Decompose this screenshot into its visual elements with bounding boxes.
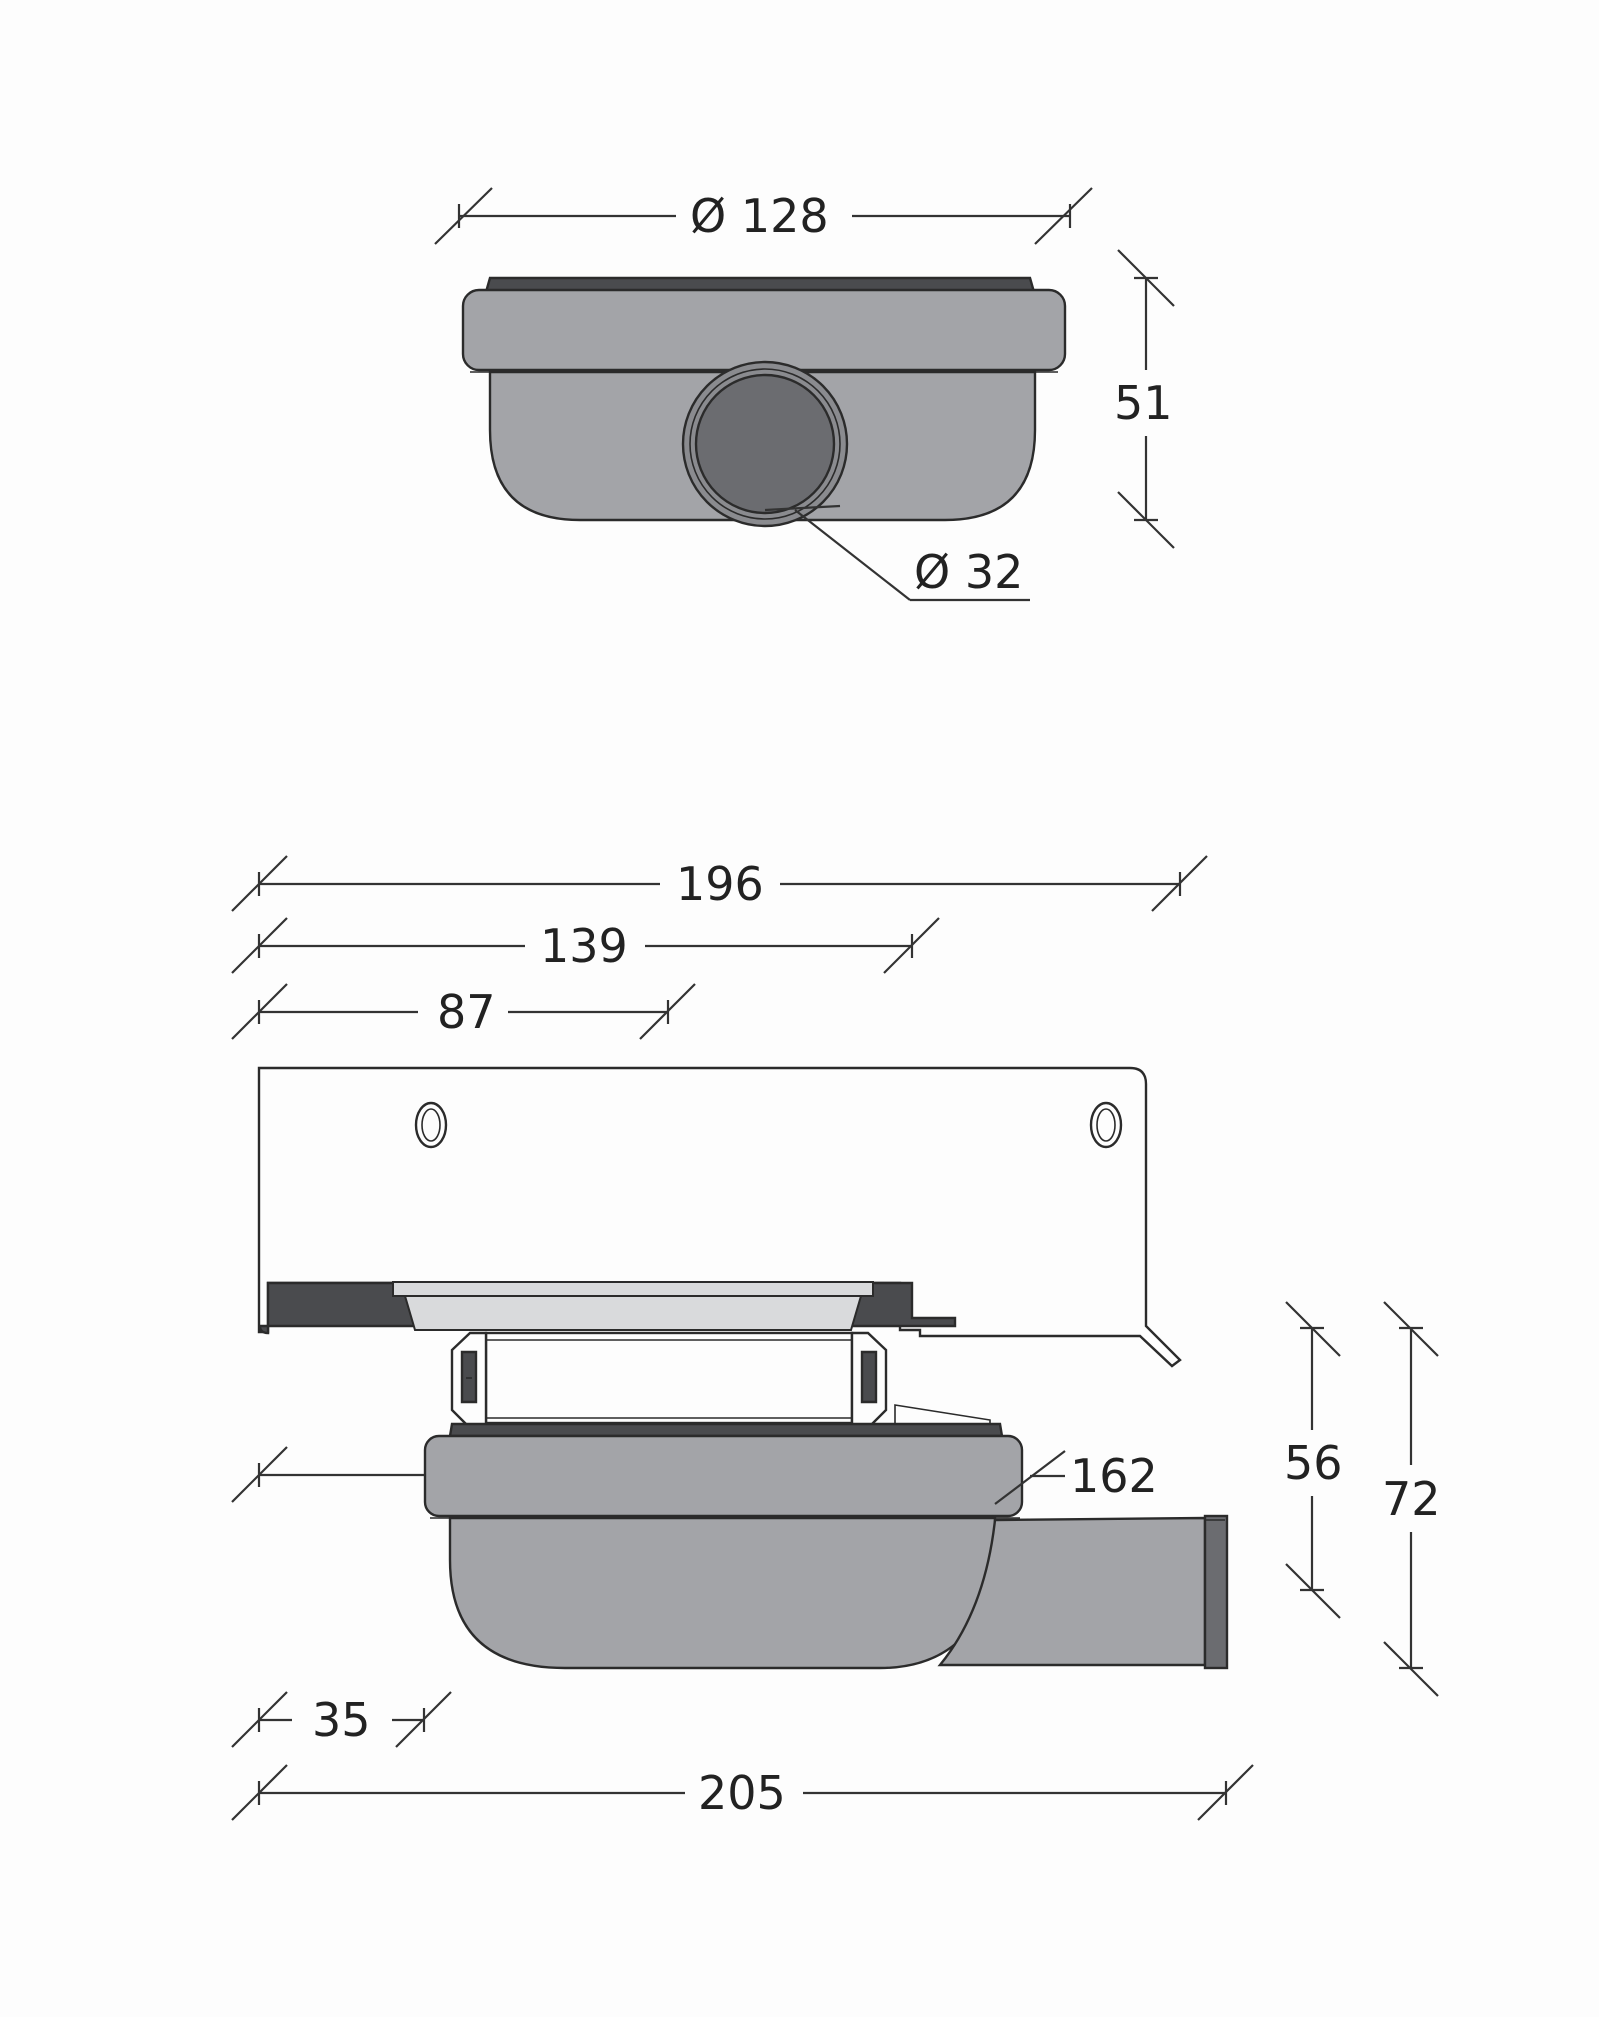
dim-outlet-32-label: Ø 32 [914,545,1023,599]
body-rim-top [448,1422,1004,1438]
dim-72-label: 72 [1382,1472,1441,1526]
dim-205-label: 205 [698,1766,786,1820]
dim-56: 56 [1284,1301,1343,1619]
dim-162: 162 [231,1446,1158,1505]
dim-72: 72 [1382,1301,1441,1697]
top-view: Ø 128 51 Ø 32 [434,187,1175,602]
dim-35: 35 [231,1691,452,1748]
dim-139-label: 139 [540,919,628,973]
body-bowl [448,1516,997,1670]
top-view-outlet [694,373,836,515]
body-collar [423,1434,1024,1518]
dim-87: 87 [231,983,696,1040]
dim-162-label: 162 [1070,1449,1158,1503]
dim-height-51-label: 51 [1114,376,1173,430]
grate-insert [403,1295,863,1331]
dim-35-label: 35 [312,1693,371,1747]
side-view: 196 139 87 [231,855,1441,1821]
dim-139: 139 [231,917,940,974]
dim-outlet-32: Ø 32 [764,504,1030,602]
body-outlet-pipe [937,1516,1207,1667]
dim-diameter-128: Ø 128 [434,187,1093,245]
dim-205: 205 [231,1764,1254,1821]
dim-56-label: 56 [1284,1436,1343,1490]
top-view-collar [461,288,1067,372]
dim-diameter-128-label: Ø 128 [690,189,829,243]
mounting-hole-right [1089,1101,1123,1149]
dim-87-label: 87 [437,985,496,1039]
dim-196: 196 [231,855,1208,912]
grate-plate [392,1281,874,1297]
outlet-pipe-end [1203,1514,1229,1670]
dim-196-label: 196 [676,857,764,911]
mounting-hole-left [414,1101,448,1149]
throat [484,1331,854,1425]
dim-height-51: 51 [1114,249,1175,549]
